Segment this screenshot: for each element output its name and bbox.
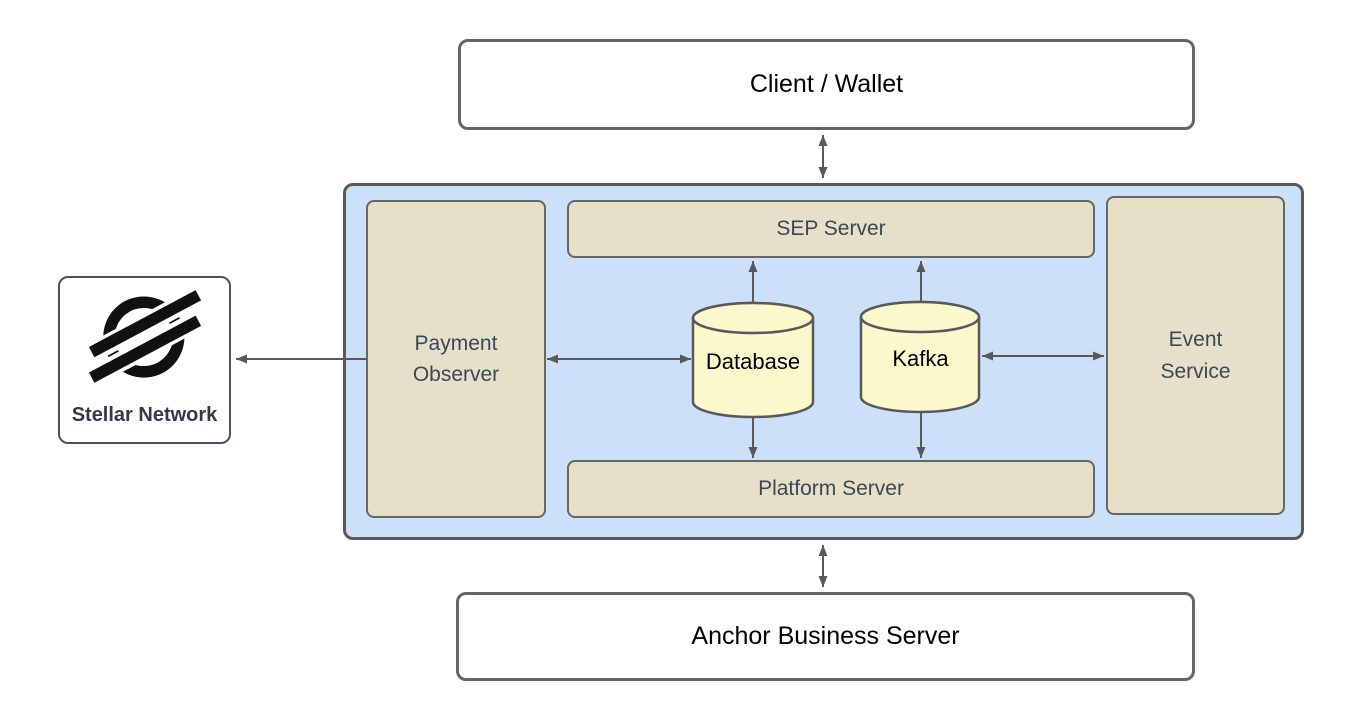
node-client-wallet: Client / Wallet bbox=[458, 39, 1195, 130]
client-wallet-label: Client / Wallet bbox=[749, 70, 904, 98]
platform-server-label: Platform Server bbox=[758, 477, 904, 501]
node-anchor-business-server: Anchor Business Server bbox=[456, 592, 1195, 681]
sep-server-label: SEP Server bbox=[776, 217, 886, 241]
node-payment-observer: Payment Observer bbox=[366, 200, 546, 518]
stellar-logo-icon bbox=[81, 286, 208, 389]
event-service-label: Event Service bbox=[1160, 328, 1231, 383]
database-label: Database bbox=[705, 349, 801, 374]
node-stellar-network: Stellar Network bbox=[58, 276, 231, 444]
payment-observer-label: Payment Observer bbox=[412, 331, 500, 387]
node-platform-server: Platform Server bbox=[567, 460, 1095, 518]
stellar-network-label: Stellar Network bbox=[71, 404, 218, 426]
node-sep-server: SEP Server bbox=[567, 200, 1095, 258]
node-event-service: Event Service bbox=[1106, 196, 1285, 515]
kafka-label: Kafka bbox=[892, 346, 949, 371]
anchor-business-server-label: Anchor Business Server bbox=[691, 622, 960, 650]
